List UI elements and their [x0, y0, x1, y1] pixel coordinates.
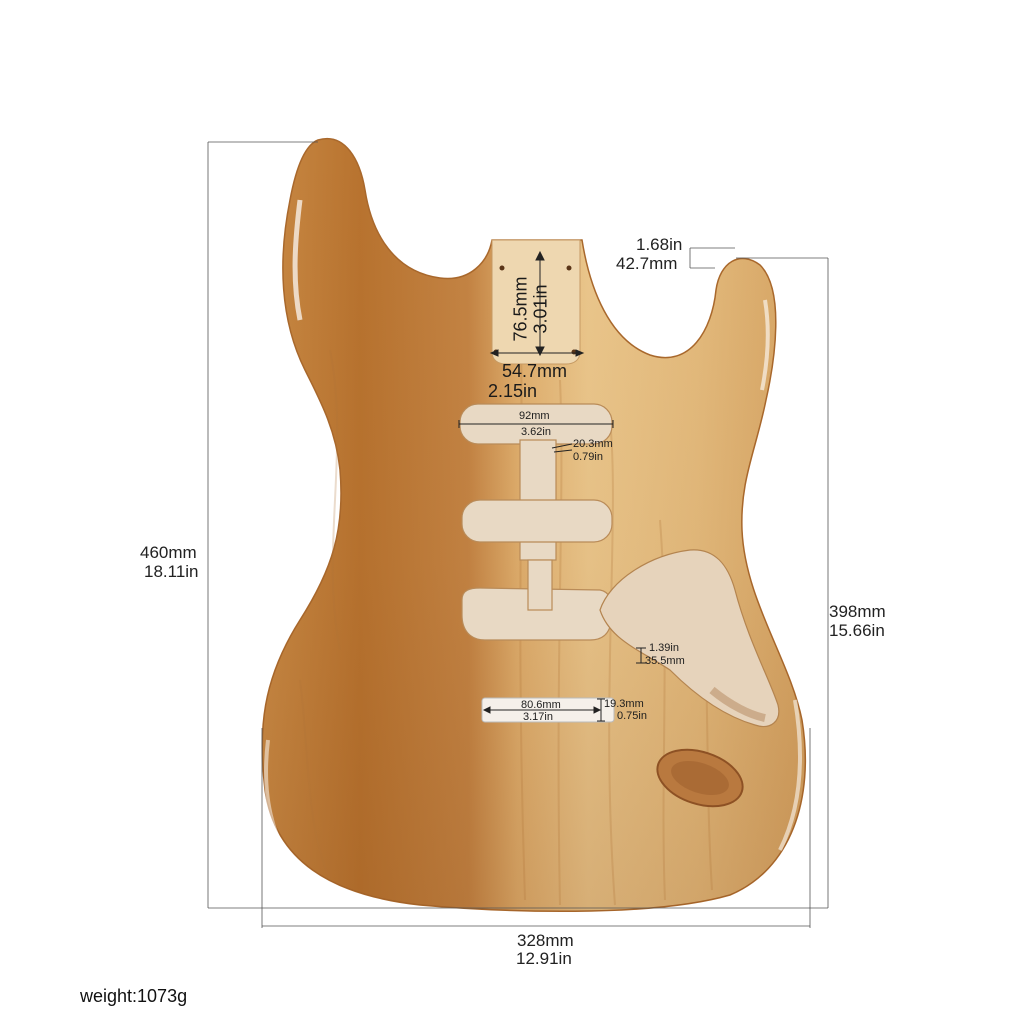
width-mm-label: 328mm: [517, 931, 574, 950]
measurement-marks: [458, 250, 646, 722]
horn-height-in-label: 15.66in: [829, 621, 885, 640]
control-cavity: [599, 549, 780, 727]
channel-width-mm-label: 20.3mm: [573, 438, 613, 450]
bridge-slot-length-in-label: 3.17in: [523, 711, 553, 723]
neck-pocket-width-mm-label: 54.7mm: [502, 361, 568, 381]
bridge-slot-width-mm-label: 19.3mm: [604, 698, 644, 710]
control-cavity-mm-label: 35.5mm: [645, 655, 685, 667]
control-cavity-in-label: 1.39in: [649, 642, 679, 654]
neck-pocket-length-mm-label: 76.5mm: [510, 276, 531, 342]
total-height-mm-label: 460mm: [140, 543, 197, 562]
pickup-cavity-width-in-label: 3.62in: [521, 426, 551, 438]
weight-label: weight:1073g: [80, 986, 188, 1006]
horn-offset-in-label: 1.68in: [636, 235, 683, 254]
bridge-slot-length-mm-label: 80.6mm: [521, 699, 561, 711]
width-in-label: 12.91in: [516, 949, 572, 968]
channel-width-in-label: 0.79in: [573, 451, 603, 463]
pickup-cavities: [459, 403, 613, 641]
neck-pocket-length-in-label: 3.01in: [530, 284, 551, 334]
pickup-cavity-width-mm-label: 92mm: [519, 410, 550, 422]
horn-offset-mm-label: 42.7mm: [616, 254, 678, 273]
bridge-slot-width-in-label: 0.75in: [617, 710, 647, 722]
horn-height-mm-label: 398mm: [829, 602, 886, 621]
total-height-in-label: 18.11in: [144, 562, 199, 581]
dimension-lines: [207, 141, 829, 928]
neck-pocket-width-in-label: 2.15in: [488, 381, 538, 401]
